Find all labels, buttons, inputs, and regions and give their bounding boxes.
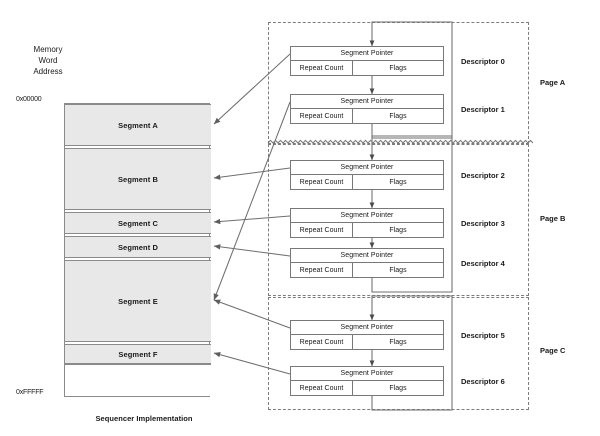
repeat-count-label: Repeat Count [299, 339, 344, 346]
flags-field: Flags [353, 263, 443, 278]
memory-segment-d: Segment D [65, 236, 211, 258]
page-tear-separator [267, 139, 534, 144]
descriptor-lower-row: Repeat Count Flags [291, 175, 443, 190]
repeat-count-field: Repeat Count [291, 335, 353, 350]
segment-pointer-field: Segment Pointer [291, 161, 443, 175]
repeat-count-field: Repeat Count [291, 61, 353, 76]
pointer-connector [213, 167, 291, 180]
flags-field: Flags [353, 223, 443, 238]
flags-field: Flags [353, 109, 443, 124]
descriptor-chain-connector [369, 295, 453, 411]
segment-pointer-field: Segment Pointer [291, 321, 443, 335]
segment-pointer-label: Segment Pointer [340, 164, 394, 171]
segment-pointer-field: Segment Pointer [291, 367, 443, 381]
page-label-b: Page B [540, 214, 566, 223]
repeat-count-label: Repeat Count [299, 267, 344, 274]
descriptor-lower-row: Repeat Count Flags [291, 263, 443, 278]
memory-segment-b: Segment B [65, 148, 211, 210]
repeat-count-field: Repeat Count [291, 109, 353, 124]
descriptor-lower-row: Repeat Count Flags [291, 381, 443, 396]
repeat-count-field: Repeat Count [291, 381, 353, 396]
flags-label: Flags [389, 385, 407, 392]
memory-axis-label-line-2: Word [38, 56, 58, 65]
segment-pointer-label: Segment Pointer [340, 212, 394, 219]
flags-field: Flags [353, 175, 443, 190]
descriptor-4-label: Descriptor 4 [461, 259, 505, 268]
descriptor-1-label: Descriptor 1 [461, 105, 505, 114]
memory-axis-label: Memory Word Address [18, 44, 78, 77]
repeat-count-label: Repeat Count [299, 227, 344, 234]
memory-segment-e: Segment E [65, 260, 211, 342]
descriptor-lower-row: Repeat Count Flags [291, 109, 443, 124]
memory-segment-label: Segment A [118, 120, 158, 130]
repeat-count-field: Repeat Count [291, 263, 353, 278]
memory-free-region [65, 364, 211, 396]
descriptor-5-label: Descriptor 5 [461, 331, 505, 340]
address-label-top: 0x00000 [16, 96, 42, 103]
pointer-connector [213, 244, 291, 257]
memory-segment-label: Segment E [118, 296, 158, 306]
page-label-c: Page C [540, 346, 566, 355]
descriptor-0-label: Descriptor 0 [461, 57, 505, 66]
flags-field: Flags [353, 381, 443, 396]
pointer-connector [213, 215, 291, 225]
segment-pointer-field: Segment Pointer [291, 249, 443, 263]
segment-pointer-label: Segment Pointer [340, 50, 394, 57]
repeat-count-field: Repeat Count [291, 175, 353, 190]
descriptor-3-label: Descriptor 3 [461, 219, 505, 228]
memory-axis-label-line-3: Address [33, 67, 63, 76]
pointer-connector [213, 101, 291, 301]
descriptor-2-label: Descriptor 2 [461, 171, 505, 180]
flags-label: Flags [389, 267, 407, 274]
pointer-connector [213, 352, 291, 375]
memory-segment-label: Segment D [117, 242, 159, 252]
memory-map-column: Segment A Segment B Segment C Segment D Segm… [64, 103, 211, 397]
flags-field: Flags [353, 61, 443, 76]
segment-pointer-label: Segment Pointer [340, 324, 394, 331]
descriptor-6-label: Descriptor 6 [461, 377, 505, 386]
memory-segment-c: Segment C [65, 212, 211, 234]
address-label-bottom: 0xFFFFF [16, 389, 44, 396]
segment-pointer-field: Segment Pointer [291, 209, 443, 223]
flags-label: Flags [389, 65, 407, 72]
descriptor-chain-connector [369, 135, 453, 293]
descriptor-lower-row: Repeat Count Flags [291, 223, 443, 238]
descriptor-lower-row: Repeat Count Flags [291, 335, 443, 350]
page-label-a: Page A [540, 78, 566, 87]
segment-pointer-field: Segment Pointer [291, 95, 443, 109]
repeat-count-label: Repeat Count [299, 65, 344, 72]
flags-field: Flags [353, 335, 443, 350]
memory-segment-f: Segment F [65, 344, 211, 364]
repeat-count-label: Repeat Count [299, 385, 344, 392]
flags-label: Flags [389, 179, 407, 186]
pointer-connector [213, 53, 291, 125]
repeat-count-label: Repeat Count [299, 113, 344, 120]
segment-pointer-label: Segment Pointer [340, 252, 394, 259]
memory-segment-label: Segment B [117, 174, 159, 184]
repeat-count-label: Repeat Count [299, 179, 344, 186]
memory-axis-label-line-1: Memory [33, 45, 63, 54]
memory-segment-label: Segment F [118, 349, 158, 359]
flags-label: Flags [389, 227, 407, 234]
repeat-count-field: Repeat Count [291, 223, 353, 238]
segment-pointer-label: Segment Pointer [340, 370, 394, 377]
pointer-connector [213, 299, 291, 329]
memory-segment-label: Segment C [117, 218, 159, 228]
segment-pointer-label: Segment Pointer [340, 98, 394, 105]
descriptor-lower-row: Repeat Count Flags [291, 61, 443, 76]
flags-label: Flags [389, 339, 407, 346]
memory-segment-a: Segment A [65, 104, 211, 146]
diagram-caption: Sequencer Implementation [95, 414, 193, 423]
flags-label: Flags [389, 113, 407, 120]
segment-pointer-field: Segment Pointer [291, 47, 443, 61]
